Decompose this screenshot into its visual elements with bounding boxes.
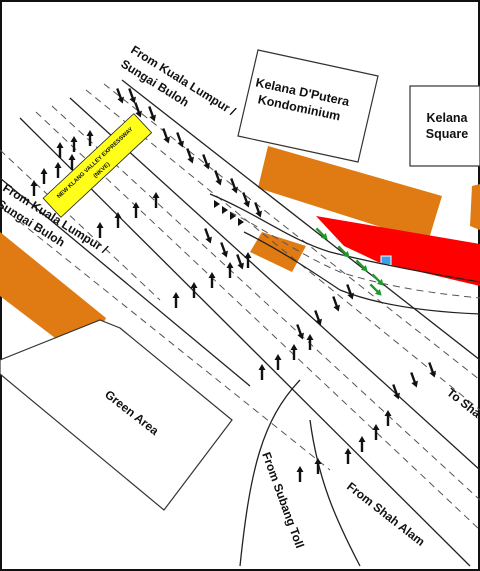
arrow-icon <box>314 310 322 326</box>
arrow-icon <box>428 362 436 378</box>
arrow-icon <box>220 242 228 258</box>
highway-name: NEW KLANG VALLEY EXPRESSWAY <box>56 126 134 200</box>
arrow-icon <box>344 448 352 464</box>
highway-median-2 <box>0 177 251 387</box>
to-shah-alam-label: To Shah Alam <box>444 385 480 444</box>
green-arrow-icon <box>315 227 328 240</box>
green-area-block <box>0 319 233 511</box>
arrow-icon <box>296 466 304 482</box>
arrow-icon <box>96 222 104 238</box>
highway-median-1 <box>69 97 480 471</box>
arrow-icon <box>30 180 38 196</box>
lane-line <box>0 205 331 471</box>
building-center <box>258 146 442 242</box>
arrow-icon <box>410 372 418 388</box>
arrow-icon <box>186 148 194 164</box>
arrow-icon <box>132 202 140 218</box>
lane-line <box>51 105 480 501</box>
arrow-icon <box>86 130 94 146</box>
lane-line <box>229 211 480 299</box>
arrow-icon <box>230 178 238 194</box>
arrow-icon <box>128 88 136 104</box>
arrow-icon <box>236 254 244 270</box>
green-arrow-icon <box>315 227 384 296</box>
arrow-icon <box>244 252 252 268</box>
arrow-icon <box>254 202 262 218</box>
arrow-icon <box>162 128 170 144</box>
green-arrow-icon <box>371 273 384 286</box>
arrow-icon <box>70 136 78 152</box>
green-arrow-icon <box>355 259 368 272</box>
kondominium-block <box>237 49 379 163</box>
from-shah-alam-label: From Shah Alam <box>344 479 427 548</box>
kelana-square-label-line-1: Kelana <box>427 111 469 125</box>
lane-line <box>35 111 480 531</box>
ramp-subang <box>239 379 301 567</box>
arrow-icon <box>214 170 222 186</box>
arrow-icon <box>384 410 392 426</box>
green-arrow-icon <box>337 245 350 258</box>
arrow-icon <box>40 168 48 184</box>
highway-edge-1 <box>121 79 480 361</box>
lane-line <box>0 149 161 301</box>
arrow-icon <box>190 282 198 298</box>
petrol-station <box>316 216 480 286</box>
arrow-icon <box>306 334 314 350</box>
arrow-icon <box>202 154 210 170</box>
arrow-icon <box>332 296 340 312</box>
arrow-icon <box>68 154 76 170</box>
arrow-icon <box>258 364 266 380</box>
arrow-icon <box>114 212 122 228</box>
arrow-icon <box>296 324 304 340</box>
slip-road-edge <box>243 231 480 315</box>
arrow-icon <box>392 384 400 400</box>
arrow-icon <box>148 106 156 122</box>
arrow-icon <box>30 88 436 482</box>
kelana-square-block <box>409 85 480 167</box>
arrow-icon <box>176 132 184 148</box>
arrow-icon <box>56 142 64 158</box>
arrow-icon <box>208 272 216 288</box>
from-subang-toll-label: From Subang Toll <box>259 450 307 550</box>
arrow-icon <box>290 344 298 360</box>
arrow-icon <box>242 192 250 208</box>
ramp-shah-alam <box>309 419 361 567</box>
arrow-icon <box>204 228 212 244</box>
green-arrow-icon <box>369 283 382 296</box>
arrow-icon <box>152 192 160 208</box>
merge-chevrons <box>214 200 244 226</box>
building-small <box>250 232 306 272</box>
kelana-square-label-line-2: Square <box>426 127 468 141</box>
arrow-icon <box>134 102 142 118</box>
lane-line <box>103 83 480 381</box>
slip-road-edge <box>209 193 480 283</box>
arrow-icon <box>172 292 180 308</box>
building-right <box>470 184 480 230</box>
arrow-icon <box>54 162 62 178</box>
arrow-icon <box>314 458 322 474</box>
arrow-icon <box>346 284 354 300</box>
arrow-icon <box>372 424 380 440</box>
arrow-icon <box>116 88 124 104</box>
highway-edge-2 <box>19 117 471 567</box>
arrow-icon <box>358 436 366 452</box>
lane-line <box>85 89 480 411</box>
arrow-icon <box>274 354 282 370</box>
arrow-icon <box>226 262 234 278</box>
